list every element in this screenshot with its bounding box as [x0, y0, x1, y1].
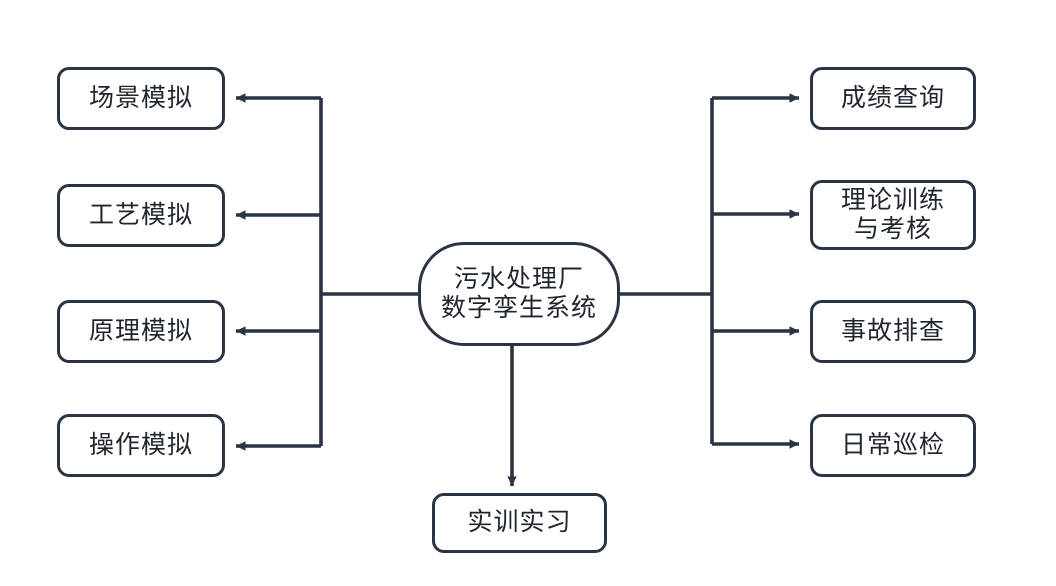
node-center-label: 污水处理厂 数字孪生系统 [440, 264, 597, 323]
node-practical-training[interactable]: 实训实习 [432, 493, 607, 553]
node-process-simulation[interactable]: 工艺模拟 [57, 184, 225, 247]
node-label: 场景模拟 [88, 83, 193, 112]
node-label: 工艺模拟 [88, 200, 193, 229]
node-scene-simulation[interactable]: 场景模拟 [57, 67, 225, 130]
node-label: 成绩查询 [840, 83, 945, 112]
node-label: 原理模拟 [88, 316, 193, 345]
node-accident-investigation[interactable]: 事故排查 [810, 300, 976, 363]
node-principle-simulation[interactable]: 原理模拟 [57, 300, 225, 363]
node-label: 事故排查 [840, 316, 945, 345]
node-theory-training-assessment[interactable]: 理论训练 与考核 [810, 180, 976, 250]
node-daily-inspection[interactable]: 日常巡检 [810, 414, 976, 477]
node-label: 日常巡检 [840, 430, 945, 459]
node-label: 操作模拟 [88, 430, 193, 459]
node-score-query[interactable]: 成绩查询 [810, 67, 976, 130]
node-center[interactable]: 污水处理厂 数字孪生系统 [418, 242, 620, 346]
node-label: 理论训练 与考核 [840, 185, 945, 244]
node-operation-simulation[interactable]: 操作模拟 [57, 414, 225, 477]
node-label: 实训实习 [467, 508, 572, 537]
